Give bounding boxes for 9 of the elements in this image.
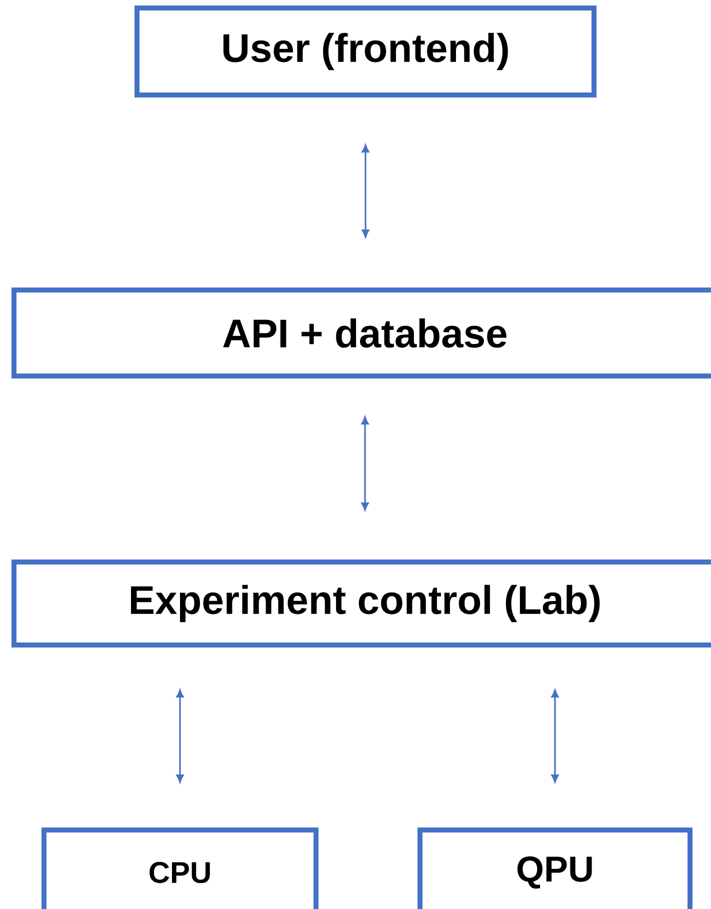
arrow xyxy=(361,416,369,511)
process-box: User (frontend) xyxy=(134,6,596,98)
arrow xyxy=(551,690,559,783)
process-box: QPU xyxy=(418,828,692,909)
arrow xyxy=(362,144,370,238)
process-box: CPU xyxy=(42,828,318,909)
process-box: Experiment control (Lab) xyxy=(12,560,711,648)
arrow xyxy=(176,690,184,783)
process-box: API + database xyxy=(12,288,711,378)
